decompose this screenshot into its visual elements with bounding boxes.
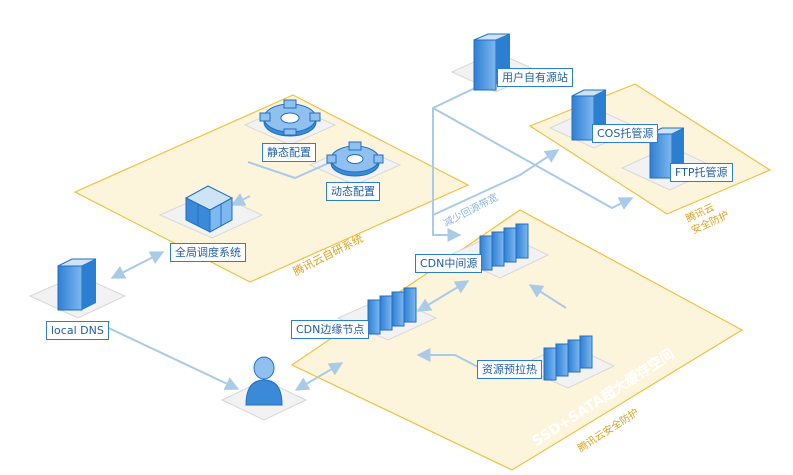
connector-static-dynamic xyxy=(247,157,341,180)
label-resource-preheat: 资源预拉热 xyxy=(477,360,542,379)
arrow-origin-to-middle xyxy=(432,87,476,242)
server-rack-icon xyxy=(543,335,593,381)
cube-icon xyxy=(184,185,234,233)
arrow-edge-middle xyxy=(416,280,470,312)
label-local-dns: local DNS xyxy=(46,321,109,340)
label-cdn-edge: CDN边缘节点 xyxy=(291,320,370,339)
label-ftp-origin: FTP托管源 xyxy=(670,163,733,182)
server-rack-icon xyxy=(479,223,529,271)
arrow-dns-scheduler xyxy=(110,251,165,279)
server-icon xyxy=(473,33,511,91)
label-global-scheduler: 全局调度系统 xyxy=(170,243,246,262)
arrow-scheduler-static xyxy=(230,193,251,206)
arrow-dns-user xyxy=(94,321,240,390)
label-static-config: 静态配置 xyxy=(262,143,316,162)
label-origin-site: 用户自有源站 xyxy=(497,68,573,87)
arrow-middle-preheat xyxy=(528,284,567,309)
gear-icon xyxy=(259,99,321,137)
label-dynamic-config: 动态配置 xyxy=(326,182,380,201)
server-icon xyxy=(57,258,97,311)
user-icon xyxy=(245,356,283,406)
gear-icon xyxy=(326,141,384,177)
arrow-origin-to-ftp xyxy=(432,107,634,210)
arrow-user-edge xyxy=(294,362,344,391)
server-rack-icon xyxy=(367,287,417,335)
arrow-cos-branch xyxy=(432,149,560,216)
label-cdn-middle: CDN中间源 xyxy=(415,254,483,273)
label-cos-origin: COS托管源 xyxy=(592,124,659,143)
